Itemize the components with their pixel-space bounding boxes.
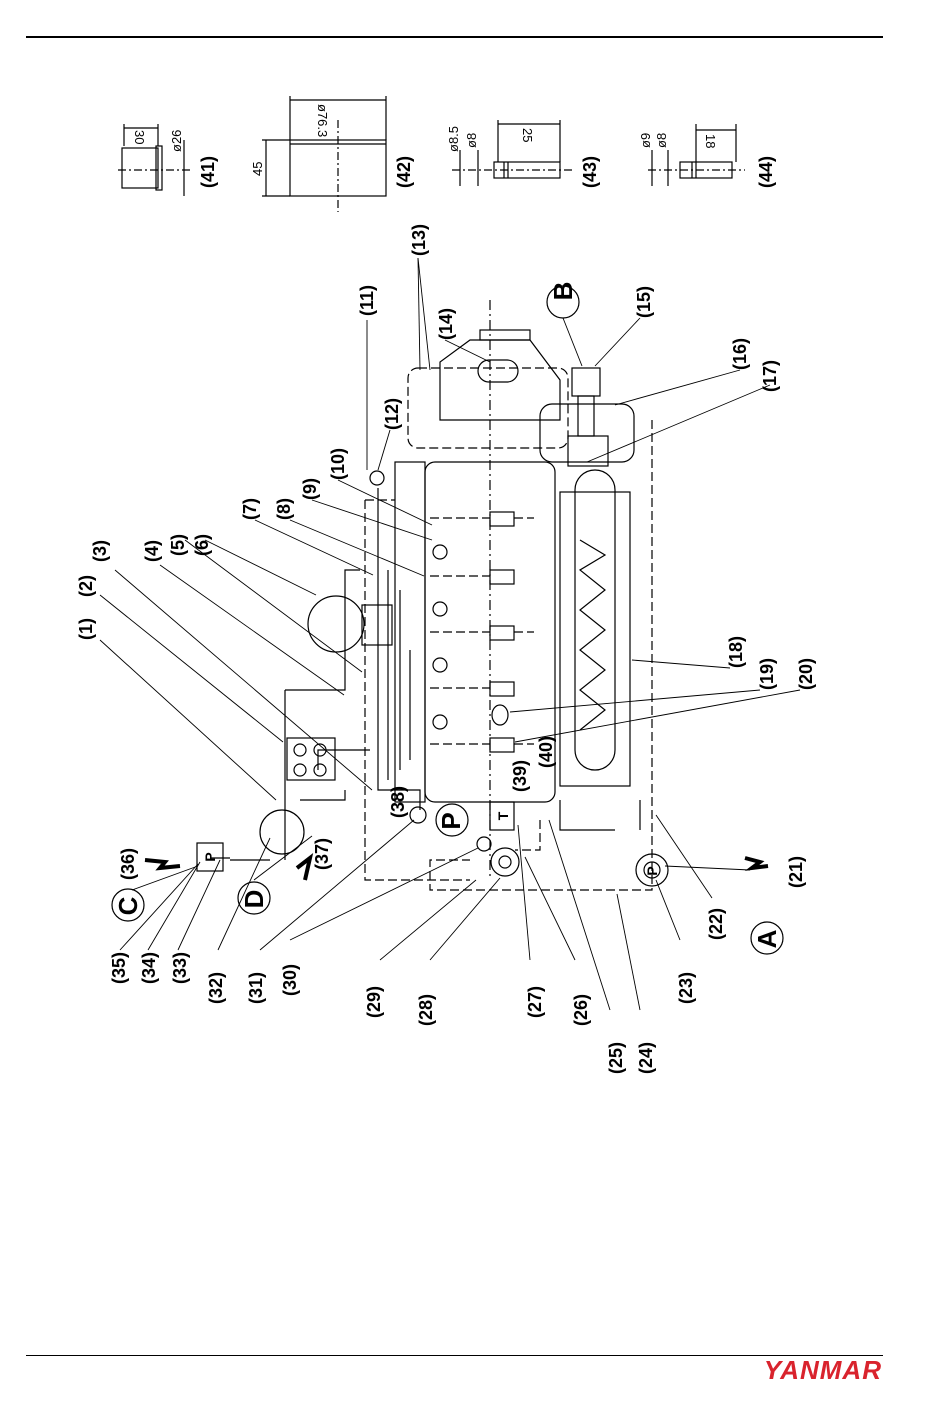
oil-cooler (287, 738, 335, 780)
fresh-water-passages (430, 518, 534, 744)
marker-d-letter: D (239, 890, 269, 909)
label-15: (15) (634, 286, 654, 318)
dim-42-diameter: ø76.3 (315, 104, 330, 137)
label-8: (8) (274, 498, 294, 520)
label-29: (29) (364, 986, 384, 1018)
label-26: (26) (571, 994, 591, 1026)
label-38: (38) (388, 786, 408, 818)
dim-41-length: 30 (132, 130, 147, 144)
label-34: (34) (139, 952, 159, 984)
dim-42-height: 45 (250, 162, 265, 176)
engine-block (395, 300, 555, 880)
label-3: (3) (90, 540, 110, 562)
label-1: (1) (76, 618, 96, 640)
yanmar-logo: YANMAR (764, 1355, 882, 1386)
small-pump-letter: P (202, 852, 218, 861)
dim-43-outer: ø8.5 (446, 126, 461, 152)
leader-lines (100, 258, 800, 1010)
label-28: (28) (416, 994, 436, 1026)
label-22: (22) (706, 908, 726, 940)
block-taps (433, 545, 447, 729)
label-6: (6) (192, 534, 212, 556)
label-30: (30) (280, 964, 300, 996)
label-2: (2) (76, 575, 96, 597)
label-16: (16) (730, 338, 750, 370)
label-43: (43) (580, 156, 600, 188)
label-24: (24) (636, 1042, 656, 1074)
label-9: (9) (300, 478, 320, 500)
dim-44-length: 18 (703, 134, 718, 148)
cylinder-markers (490, 512, 514, 752)
label-41: (41) (198, 156, 218, 188)
label-42: (42) (394, 156, 414, 188)
label-4: (4) (142, 540, 162, 562)
label-18: (18) (726, 636, 746, 668)
part-labels: (1) (2) (3) (4) (5) (6) (7) (8) (9) (10)… (76, 156, 816, 1074)
label-44: (44) (756, 156, 776, 188)
label-40: (40) (536, 736, 556, 768)
detail-43-drawing (452, 120, 575, 186)
label-23: (23) (676, 972, 696, 1004)
marker-c-letter: C (113, 896, 143, 915)
dim-41-diameter: ø26 (169, 130, 184, 152)
label-37: (37) (312, 838, 332, 870)
label-7: (7) (240, 498, 260, 520)
label-13: (13) (409, 224, 429, 256)
dim-44-inner: ø8 (654, 133, 669, 148)
thermostat-letter: T (495, 811, 511, 820)
label-19: (19) (757, 658, 777, 690)
dim-43-inner: ø8 (464, 133, 479, 148)
label-32: (32) (206, 972, 226, 1004)
exhaust-outlet (540, 368, 634, 466)
expansion-tank (308, 596, 364, 652)
label-27: (27) (525, 986, 545, 1018)
dim-43-length: 25 (520, 128, 535, 142)
label-33: (33) (170, 952, 190, 984)
label-10: (10) (328, 448, 348, 480)
label-21: (21) (786, 856, 806, 888)
marker-a-letter: A (752, 929, 782, 948)
label-20: (20) (796, 658, 816, 690)
label-31: (31) (246, 972, 266, 1004)
turbo-exhaust (408, 330, 568, 448)
oil-pump-letter: P (436, 812, 466, 829)
bottom-rule (26, 1355, 883, 1356)
dimension-texts: 30 ø26 45 ø76.3 ø8.5 ø8 25 ø9 ø8 18 (132, 104, 718, 176)
label-35: (35) (109, 952, 129, 984)
label-25: (25) (606, 1042, 626, 1074)
label-11: (11) (357, 285, 377, 316)
label-36: (36) (118, 848, 138, 880)
dim-44-outer: ø9 (638, 133, 653, 148)
marker-b-letter: B (548, 282, 578, 301)
label-12: (12) (382, 398, 402, 430)
sea-pump-letter: P (644, 866, 660, 875)
heat-exchanger (560, 470, 630, 786)
label-39: (39) (510, 760, 530, 792)
label-14: (14) (436, 308, 456, 340)
fresh-water-pump (491, 848, 519, 876)
label-5: (5) (168, 534, 188, 556)
label-17: (17) (760, 360, 780, 392)
circle-letters: B A C D P P P T (113, 282, 782, 949)
